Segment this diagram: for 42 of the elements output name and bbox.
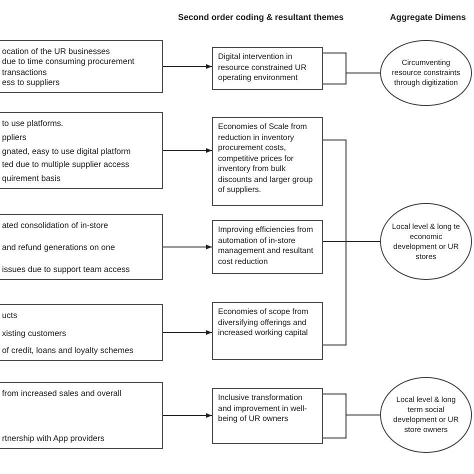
- theme-text: ppliers: [2, 132, 28, 142]
- theme-text: quirement basis: [2, 173, 62, 183]
- theme-text: transactions: [2, 66, 48, 77]
- arrow: [162, 244, 212, 250]
- theme-text: Inclusive transformation and improvement in well-being of UR owners: [218, 393, 308, 424]
- coding-box: [0, 214, 163, 280]
- brace-connector: [322, 241, 380, 346]
- theme-text: due to time consuming procurement: [2, 56, 136, 66]
- theme-text: Economies of Scale from reduction in inventory procurement costs, competitive prices for inventory from bulk discounts and larger group of suppliers.: [218, 122, 314, 196]
- theme-text: gnated, easy to use digital platform: [2, 146, 132, 156]
- theme-text: of credit, loans and loyalty schemes: [2, 345, 134, 355]
- theme-box: [212, 117, 323, 206]
- theme-text: xisting customers: [2, 328, 68, 338]
- theme-text: to use platforms.: [2, 118, 64, 128]
- column-heading: Aggregate Dimens: [390, 12, 466, 22]
- coding-box: [0, 40, 163, 93]
- arrow: [162, 64, 212, 69]
- theme-box: [212, 220, 323, 274]
- arrow: [162, 413, 212, 418]
- theme-text: Digital intervention in resource constrained UR operating environment: [218, 52, 308, 84]
- theme-text: issues due to support team access: [2, 264, 131, 274]
- theme-text: ess to suppliers: [2, 76, 61, 87]
- theme-box: [212, 388, 323, 444]
- brace-connector: [322, 52, 380, 84]
- column-heading: Second order coding & resultant themes: [178, 12, 344, 22]
- theme-box: [212, 302, 323, 360]
- theme-text: ocation of the UR businesses: [2, 46, 111, 56]
- coding-box: [0, 112, 163, 189]
- theme-text: ucts: [2, 310, 18, 320]
- theme-text: Improving efficiencies from automation of in-store management and resultant cost reduction: [218, 225, 314, 267]
- theme-text: from increased sales and overall: [2, 388, 122, 398]
- brace-connector: [322, 394, 380, 438]
- coding-box: [0, 304, 163, 361]
- theme-text: and refund generations on one: [2, 242, 116, 252]
- theme-box: [212, 47, 323, 90]
- theme-text: rtnership with App providers: [2, 433, 106, 443]
- theme-text: ted due to multiple supplier access: [2, 159, 130, 170]
- arrow: [162, 330, 212, 335]
- arrow: [162, 148, 212, 153]
- theme-text: Economies of scope from diversifying offerings and increased working capital: [218, 307, 310, 338]
- coding-box: [0, 382, 163, 449]
- theme-text: ated consolidation of in-store: [2, 220, 110, 230]
